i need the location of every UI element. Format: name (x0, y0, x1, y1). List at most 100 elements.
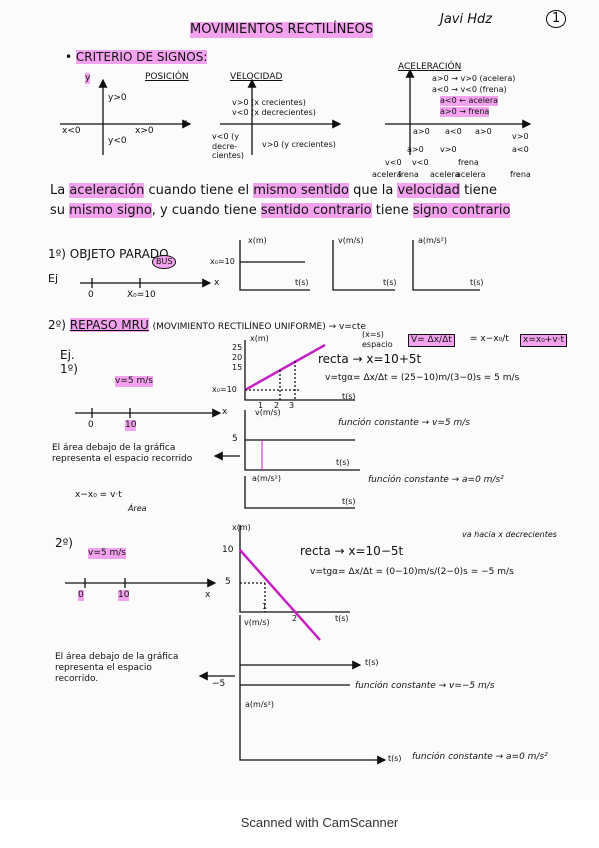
ex1-g1-tt-3: 3 (289, 401, 295, 410)
ex2-func-v: función constante → v=−5 m/s (355, 681, 495, 691)
ex2-label: 2º) (55, 536, 73, 550)
mru-formula-eq: = x−x₀/t (470, 334, 509, 344)
accel-title: ACELERACIÓN (398, 62, 462, 72)
ex2-g3-ylabel: a(m/s²) (245, 700, 275, 709)
ex1-slope: v=tgα= Δx/Δt = (25−10)m/(3−0)s = 5 m/s (325, 373, 520, 383)
mru-heading: 2º) REPASO MRU (MOVIMIENTO RECTILÍNEO UN… (48, 318, 366, 332)
scanned-page: MOVIMIENTOS RECTILÍNEOS Javi Hdz 1 • CRI… (48, 10, 568, 765)
ex1-g1-tick-10: x₀=10 (212, 385, 237, 394)
ex1-g1-tick-15: 15 (232, 363, 243, 372)
ex2-ten: 10 (118, 590, 130, 601)
ex2-g1-tick-10: 10 (222, 545, 234, 555)
accel-lbl-10: acelera (456, 170, 486, 179)
velocity-x-neg: v<0 (x decrecientes) (232, 108, 316, 117)
ex1-ten: 10 (125, 420, 137, 431)
signature: Javi Hdz (440, 12, 493, 27)
ex2-func-a: función constante → a=0 m/s² (412, 752, 548, 762)
position-y-neg: y<0 (108, 136, 127, 146)
ex2-speed: v=5 m/s (88, 548, 126, 559)
still-g2-tlabel: t(s) (383, 278, 397, 287)
ex2-g2-val: −5 (212, 679, 226, 689)
ex1-area-word: Área (128, 504, 147, 513)
ex1-area-note: El área debajo de la gráfica representa … (52, 443, 193, 464)
ex2-g2-tlabel: t(s) (365, 658, 379, 667)
ex2-g1-tlabel: t(s) (335, 614, 349, 623)
ex1-g1-ylabel: x(m) (250, 334, 269, 343)
still-g1-val: x₀=10 (210, 257, 235, 266)
accel-lbl-4: a>0 (407, 145, 424, 154)
ex2-x: x (205, 590, 211, 600)
accel-row-2: a<0 → v<0 (frena) (432, 85, 507, 94)
signs-heading: • CRITERIO DE SIGNOS: (65, 50, 208, 64)
ex1-speed: v=5 m/s (115, 376, 153, 387)
ex1-g2-tlabel: t(s) (336, 458, 350, 467)
accel-lbl-2: v>0 (440, 145, 457, 154)
accel-label-a-pos: a>0 (413, 127, 430, 136)
ex1-g2-val: 5 (232, 434, 238, 444)
accel-lbl-7: acelera (372, 170, 402, 179)
still-g2-ylabel: v(m/s) (338, 236, 364, 245)
ex1-x: x (222, 407, 228, 417)
position-x-label: x (182, 118, 188, 128)
ex1-func-v: función constante → v=5 m/s (338, 418, 470, 428)
ex1-g1-tlabel: t(s) (342, 392, 356, 401)
accel-label-a-gt: a>0 (475, 127, 492, 136)
still-g3-tlabel: t(s) (470, 278, 484, 287)
ex2-g1-tt-2: 2 (292, 614, 298, 623)
rule-line-1: La aceleración cuando tiene el mismo sen… (50, 183, 498, 198)
still-g1-ylabel: x(m) (248, 236, 267, 245)
ex1-xt-line (244, 343, 326, 392)
ex1-g1-tick-25: 25 (232, 343, 243, 352)
still-x: x (214, 278, 220, 288)
ex2-xt-line (239, 549, 321, 641)
still-graph-v-axes (332, 240, 395, 291)
ex1-zero: 0 (88, 420, 94, 430)
position-x-pos: x>0 (135, 126, 154, 136)
ex1-g1-tick-20: 20 (232, 353, 243, 362)
ex2-recta: recta → x=10−5t (300, 544, 404, 558)
ex2-at-axes (239, 700, 370, 761)
accel-row-4: a>0 → frena (440, 107, 490, 117)
accel-lbl-3: v<0 (385, 158, 402, 167)
accel-lbl-6: frena (398, 170, 419, 179)
ex1-area-eq: x−x₀ = v·t (75, 490, 122, 500)
ex1-g1-tt-1: 1 (258, 401, 264, 410)
ex2-g3-tlabel: t(s) (388, 754, 402, 763)
accel-lbl-1: a<0 (512, 145, 529, 154)
still-heading: 1º) OBJETO PARADO (48, 247, 169, 261)
position-y-label: y (85, 73, 91, 84)
ex2-g1-tt-1: 1 (262, 602, 268, 611)
page-number: 1 (546, 10, 567, 28)
position-y-pos: y>0 (108, 93, 127, 103)
ex2-g1-ylabel: x(m) (232, 523, 251, 532)
ex2-g2-ylabel: v(m/s) (244, 618, 270, 627)
mru-formula-x: x=x₀+v·t (520, 334, 568, 347)
scanner-footer: Scanned with CamScanner (240, 815, 399, 830)
position-title: POSICIÓN (145, 72, 189, 82)
still-zero: 0 (88, 290, 94, 300)
accel-lbl-11: frena (510, 170, 531, 179)
still-ej: Ej (48, 272, 59, 285)
velocity-y-pos: v>0 (y crecientes) (262, 140, 336, 149)
ex1-vt-axes (244, 410, 360, 471)
mru-formula-v: V= Δx/Δt (408, 334, 455, 347)
accel-lbl-9: frena (458, 158, 479, 167)
mru-formula-note: (x=s) espacio (362, 330, 393, 349)
page-drawings (60, 68, 532, 765)
velocity-title: VELOCIDAD (230, 72, 283, 82)
ex1-recta: recta → x=10+5t (318, 352, 422, 366)
still-g1-tlabel: t(s) (295, 278, 309, 287)
accel-row-3: a<0 ← acelera (440, 96, 499, 106)
ex1-g2-ylabel: v(m/s) (255, 408, 281, 417)
accel-lbl-5: v<0 (412, 158, 429, 167)
accel-label-a-neg: a<0 (445, 127, 462, 136)
still-g3-ylabel: a(m/s²) (418, 236, 448, 245)
velocity-x-pos: v>0 (x crecientes) (232, 98, 306, 107)
position-x-neg: x<0 (62, 126, 81, 136)
ex2-slope: v=tgα= Δx/Δt = (0−10)m/s/(2−0)s = −5 m/s (310, 567, 514, 577)
accel-row-1: a>0 → v>0 (acelera) (432, 74, 516, 83)
ex1-at-axes (244, 476, 355, 509)
accel-lbl-8: acelera (430, 170, 460, 179)
accel-lbl-0: v>0 (512, 132, 529, 141)
rule-line-2: su mismo signo, y cuando tiene sentido c… (50, 203, 511, 218)
